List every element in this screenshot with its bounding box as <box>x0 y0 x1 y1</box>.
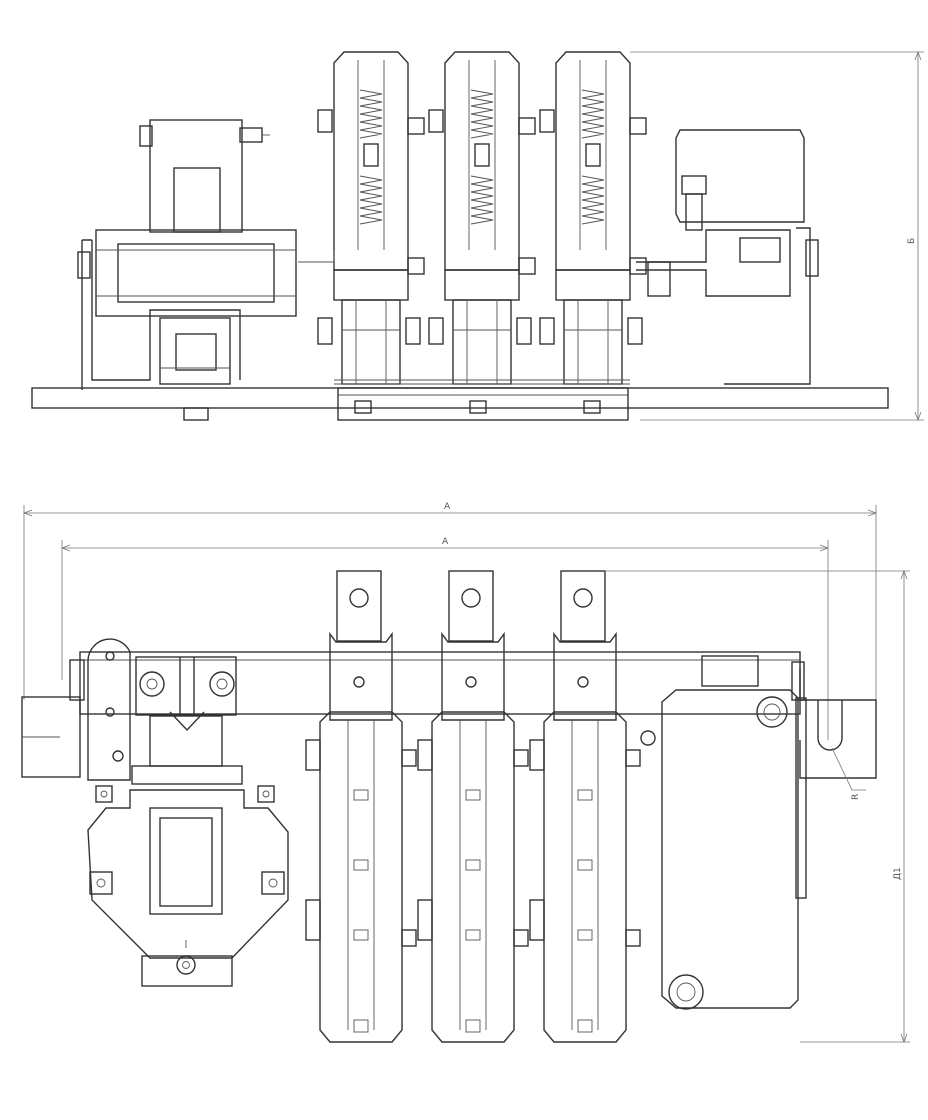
pole-unit-2 <box>417 570 529 1043</box>
base-plate <box>31 387 889 409</box>
width-dimension-inner: A <box>60 537 830 740</box>
width-inner-label: A <box>442 537 449 547</box>
base-bracket <box>337 387 629 421</box>
depth-dimension: Д1 <box>605 569 910 1044</box>
bracket-bolts <box>183 400 601 421</box>
pole-unit-3 <box>529 570 641 1043</box>
plan-view: A A R <box>21 502 910 1044</box>
left-magnet-unit <box>87 656 289 987</box>
main-rail <box>79 651 801 715</box>
depth-dimension-label: Д1 <box>893 867 903 880</box>
left-electromagnet <box>77 119 297 390</box>
radius-label: R <box>851 794 861 800</box>
pole-assembly-1 <box>298 51 425 385</box>
left-clamp <box>21 638 131 781</box>
pole-assembly-3 <box>539 51 647 385</box>
height-dimension-label: Б <box>907 238 917 244</box>
right-auxiliary-switch <box>636 129 819 385</box>
side-elevation-view: Б <box>31 50 924 422</box>
pole-unit-1 <box>305 570 417 1043</box>
width-outer-label: A <box>444 502 451 512</box>
right-auxiliary-block <box>640 655 807 1010</box>
width-dimension-outer: A <box>22 502 878 700</box>
height-dimension: Б <box>630 50 924 422</box>
pole-assembly-2 <box>428 51 536 385</box>
